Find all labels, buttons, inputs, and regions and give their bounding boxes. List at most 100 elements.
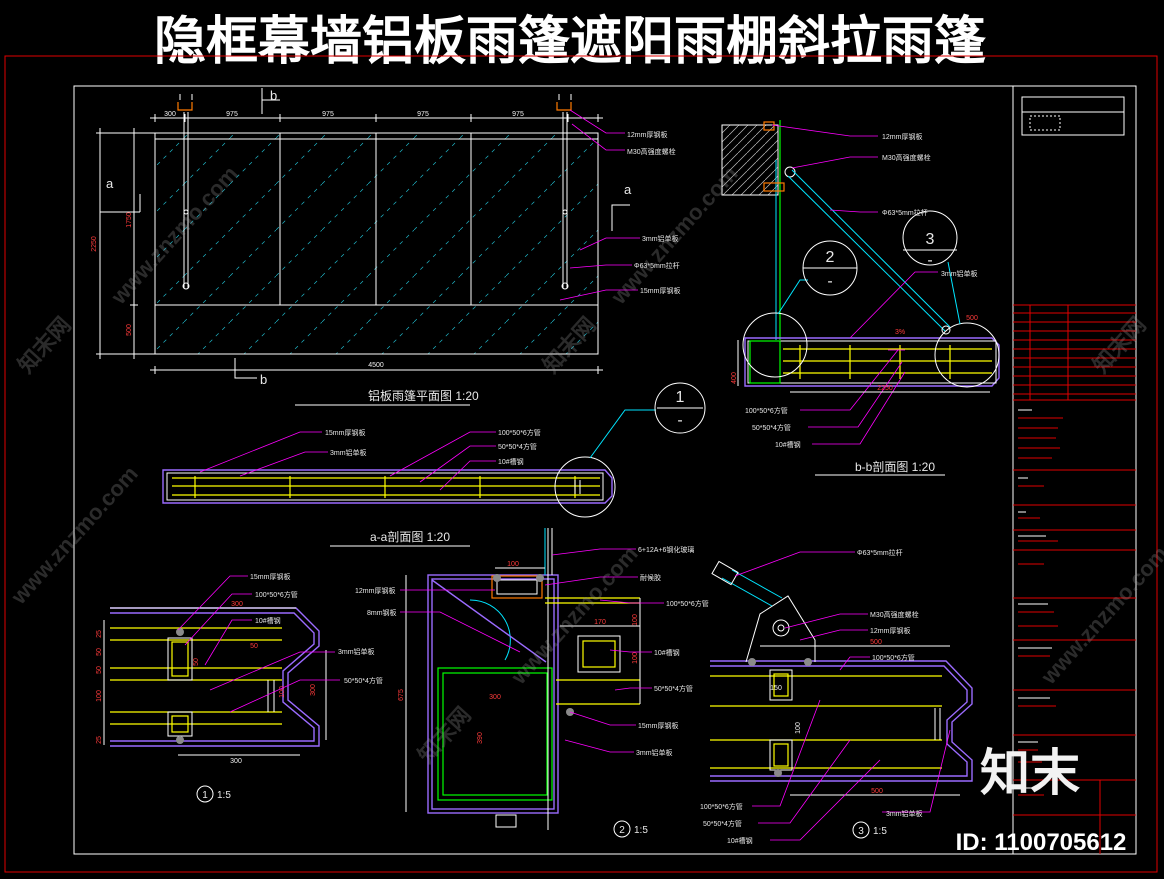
- d1-no: 1: [202, 790, 208, 801]
- d2-steel-frame: [437, 667, 553, 801]
- watermark-id: ID: 1100705612: [956, 829, 1127, 856]
- d3-label-bottom-2: 10#槽钢: [727, 836, 753, 845]
- d2-label-right-1: 耐候胶: [640, 573, 661, 582]
- drawing-title: 隐框幕墙铝板雨篷遮阳雨棚斜拉雨篷: [154, 13, 986, 71]
- aa-detail-zone: [554, 456, 616, 518]
- aa-caption: a-a剖面图 1:20: [370, 530, 450, 544]
- plan-view: 300 975 975 975 975 2250 1750 500 4500: [91, 88, 680, 406]
- d2-label-left-1: 8mm钢板: [367, 608, 397, 617]
- d3-label-bottom-3: 3mm铝单板: [886, 809, 923, 818]
- d2-dim-5: 390: [477, 732, 484, 744]
- d2-label-right-6: 3mm铝单板: [636, 748, 673, 757]
- d2-scale: 1:5: [634, 825, 648, 836]
- bb-detail-callout-2: 2 -: [802, 240, 858, 296]
- plan-bottom-dimension: 4500: [150, 362, 603, 374]
- plan-label-rod: Φ63*5mm拉杆: [634, 261, 680, 270]
- d2-label-right-5: 15mm厚钢板: [638, 721, 678, 730]
- d1-dim-left-1: 50: [96, 648, 103, 656]
- detail-2-tag: 2 1:5: [613, 820, 648, 838]
- plan-caption: 铝板雨篷平面图 1:20: [368, 388, 479, 403]
- detail-1-callouts: 15mm厚钢板 100*50*6方管 10#槽钢 3mm铝单板 50*50*4方…: [177, 572, 383, 713]
- bb-detail-3-no: 3: [926, 231, 935, 248]
- plan-top-dimensions: 300 975 975 975 975: [150, 111, 603, 122]
- d1-label-2: 10#槽钢: [255, 616, 281, 625]
- d1-label-3: 3mm铝单板: [338, 647, 375, 656]
- section-aa: 15mm厚钢板 3mm铝单板 100*50*6方管 50*50*4方管 10#槽…: [162, 382, 706, 547]
- d2-dim-6: 675: [398, 689, 405, 701]
- detail-2: 100 170 100 100 300 390 675 6+12A+6钢化玻璃 …: [355, 528, 709, 838]
- detail-3-dimensions: 500 150 100 500: [760, 639, 960, 796]
- d1-dim-top: 300: [231, 601, 243, 608]
- dim-top-0: 300: [164, 111, 176, 118]
- plan-label-alu-panel: 3mm铝单板: [642, 234, 679, 243]
- bb-dim-end: 500: [966, 315, 978, 322]
- section-bb: 2 - 3 - 12mm厚钢板 M30高强度螺栓 Φ63*5mm拉杆 3mm铝单…: [721, 120, 1000, 476]
- bb-detail-3-sheet: -: [927, 252, 932, 269]
- d3-dim-3: 500: [871, 788, 883, 795]
- d3-bracket: [745, 595, 816, 663]
- aa-detail-sheet: -: [677, 412, 682, 429]
- detail-1: 300 300 300 25 50 50 100 25 50 50 100 15…: [96, 572, 383, 803]
- bb-label-bottom-1: 50*50*4方管: [752, 423, 791, 432]
- aa-detail-no: 1: [676, 389, 685, 406]
- d2-dim-3: 100: [632, 652, 639, 664]
- detail-1-tag: 1 1:5: [196, 785, 231, 803]
- d3-label-bottom-0: 100*50*6方管: [700, 802, 743, 811]
- dim-top-2: 975: [322, 111, 334, 118]
- d1-label-1: 100*50*6方管: [255, 590, 298, 599]
- aa-label-3: 50*50*4方管: [498, 442, 537, 451]
- d3-dim-2: 100: [795, 722, 802, 734]
- aa-label-2: 100*50*6方管: [498, 428, 541, 437]
- detail-2-callouts: 6+12A+6钢化玻璃 耐候胶 100*50*6方管 10#槽钢 50*50*4…: [355, 545, 709, 757]
- bb-dim-span: 2250: [877, 385, 893, 392]
- bb-detail-zone-3: [934, 322, 1000, 388]
- bb-tie-rod: [791, 169, 951, 328]
- d2-dim-4: 300: [489, 694, 501, 701]
- bb-label-top-3: 3mm铝单板: [941, 269, 978, 278]
- plan-label-bolt: M30高强度螺栓: [627, 147, 676, 156]
- d1-dim-right: 300: [310, 684, 317, 696]
- detail-1-dimensions: 300 300 300 25 50 50 100 25 50 50 100: [96, 601, 327, 765]
- watermark-site-5: www.znzmo.com: [1035, 541, 1164, 690]
- section-mark-a-right: a: [624, 182, 632, 197]
- aa-label-1: 3mm铝单板: [330, 448, 367, 457]
- d3-label-top-1: M30高强度螺栓: [870, 610, 919, 619]
- d1-dim-inner-0: 50: [250, 643, 258, 650]
- plan-callouts: 12mm厚钢板 M30高强度螺栓 3mm铝单板 Φ63*5mm拉杆 15mm厚钢…: [559, 109, 680, 301]
- d3-scale: 1:5: [873, 826, 887, 837]
- plan-label-steel-plate-12: 12mm厚钢板: [627, 130, 667, 139]
- detail-3-callouts: Φ63*5mm拉杆 M30高强度螺栓 12mm厚钢板 100*50*6方管 10…: [700, 548, 951, 845]
- d2-label-left-0: 12mm厚钢板: [355, 586, 395, 595]
- d2-dim-1: 170: [594, 619, 606, 626]
- section-aa-callouts: 15mm厚钢板 3mm铝单板 100*50*6方管 50*50*4方管 10#槽…: [199, 428, 541, 491]
- section-mark-b-bottom: b: [260, 372, 267, 387]
- title-block: [1012, 86, 1136, 854]
- bb-slope: 3%: [895, 329, 905, 336]
- dim-lower: 500: [126, 324, 133, 336]
- dim-top-4: 975: [512, 111, 524, 118]
- tie-rods: [177, 94, 572, 290]
- bb-label-bottom-2: 10#槽钢: [775, 440, 801, 449]
- dim-total-height: 2250: [91, 236, 98, 252]
- d3-label-bottom-1: 50*50*4方管: [703, 819, 742, 828]
- plan-label-steel-plate-15: 15mm厚钢板: [640, 286, 680, 295]
- bb-label-top-0: 12mm厚钢板: [882, 132, 922, 141]
- d1-dim-inner-2: 100: [279, 686, 286, 698]
- d1-label-4: 50*50*4方管: [344, 676, 383, 685]
- d2-no: 2: [619, 825, 625, 836]
- d1-dim-bottom: 300: [230, 758, 242, 765]
- d1-dim-inner-1: 50: [193, 658, 200, 666]
- d1-dim-left-4: 25: [96, 736, 103, 744]
- aa-label-4: 10#槽钢: [498, 457, 524, 466]
- aa-label-0: 15mm厚钢板: [325, 428, 365, 437]
- d3-dim-0: 500: [870, 639, 882, 646]
- dim-upper: 1750: [126, 212, 133, 228]
- bb-wall: [721, 124, 779, 196]
- section-marker-b: b b: [234, 88, 280, 387]
- plan-left-dimensions: 2250 1750 500: [91, 128, 155, 359]
- d2-label-right-3: 10#槽钢: [654, 648, 680, 657]
- d1-dim-left-0: 25: [96, 630, 103, 638]
- bb-callouts: 12mm厚钢板 M30高强度螺栓 Φ63*5mm拉杆 3mm铝单板 100*50…: [745, 124, 978, 449]
- dim-top-3: 975: [417, 111, 429, 118]
- d2-label-right-2: 100*50*6方管: [666, 599, 709, 608]
